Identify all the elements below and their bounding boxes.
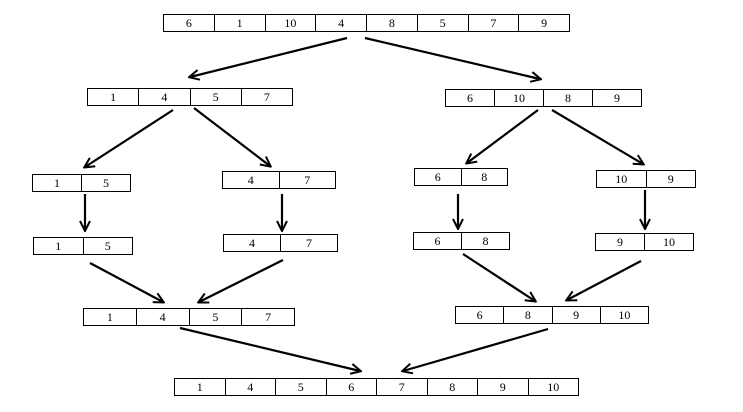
array-cell: 8 <box>426 379 478 395</box>
array-cell: 7 <box>241 309 294 325</box>
arrow-l2s-to-left-merged <box>199 259 284 302</box>
arrow-right-to-r2 <box>551 109 643 164</box>
array-cell: 9 <box>518 15 569 31</box>
array-cell: 7 <box>467 15 519 31</box>
array-cell: 8 <box>461 233 509 249</box>
arrow-root-to-right <box>364 36 540 79</box>
arrow-left-merged-to-final <box>179 326 360 371</box>
arrow-right-to-r1 <box>467 109 539 163</box>
arrow-left-to-l1 <box>85 109 174 167</box>
array-cell: 4 <box>138 89 189 105</box>
array-cell: 8 <box>366 15 417 31</box>
arrow-right-merged-to-final <box>403 327 549 371</box>
array-cell: 9 <box>551 307 600 323</box>
array-cell: 6 <box>467 91 473 105</box>
array-cell: 10 <box>644 234 693 250</box>
array-cell: 6 <box>476 308 483 322</box>
array-cell: 1 <box>213 15 265 31</box>
array-cell: 9 <box>477 379 528 395</box>
arrow-left-to-l2 <box>193 107 270 166</box>
array-cell: 1 <box>55 239 62 253</box>
arrow-r1s-to-right-merged <box>462 253 535 301</box>
array-cell: 7 <box>376 379 427 395</box>
array-cell: 5 <box>416 15 468 31</box>
array-r2-sorted: 9 10 <box>595 233 694 251</box>
array-cell: 4 <box>249 236 255 250</box>
array-cell: 10 <box>494 90 543 106</box>
array-cell: 8 <box>503 307 551 323</box>
array-cell: 10 <box>615 172 628 186</box>
array-cell: 5 <box>81 175 130 191</box>
array-cell: 1 <box>106 310 113 324</box>
array-cell: 6 <box>325 379 377 395</box>
array-cell: 5 <box>82 238 133 254</box>
array-cell: 8 <box>543 90 592 106</box>
array-cell: 7 <box>240 89 292 105</box>
array-cell: 4 <box>224 379 276 395</box>
array-cell: 1 <box>110 90 117 104</box>
array-r2: 10 9 <box>596 170 696 188</box>
array-cell: 4 <box>315 15 366 31</box>
array-cell: 9 <box>617 235 623 249</box>
array-cell: 1 <box>196 380 203 394</box>
array-cell: 7 <box>280 235 337 251</box>
array-cell: 5 <box>189 89 241 105</box>
array-cell: 5 <box>188 309 242 325</box>
array-cell: 6 <box>185 16 192 30</box>
array-cell: 6 <box>434 170 441 184</box>
array-cell: 7 <box>278 172 336 188</box>
arrow-l1s-to-left-merged <box>89 262 163 302</box>
array-cell: 4 <box>135 309 189 325</box>
array-cell: 9 <box>592 90 641 106</box>
array-cell: 8 <box>460 169 508 185</box>
arrow-root-to-left <box>190 36 348 77</box>
array-cell: 10 <box>264 15 316 31</box>
array-cell: 9 <box>645 171 696 187</box>
array-cell: 10 <box>599 307 648 323</box>
array-cell: 10 <box>527 379 579 395</box>
array-cell: 6 <box>434 234 441 248</box>
array-cell: 4 <box>247 173 254 187</box>
arrow-r2s-to-right-merged <box>567 260 642 300</box>
array-cell: 5 <box>275 379 326 395</box>
array-cell: 1 <box>54 176 60 190</box>
